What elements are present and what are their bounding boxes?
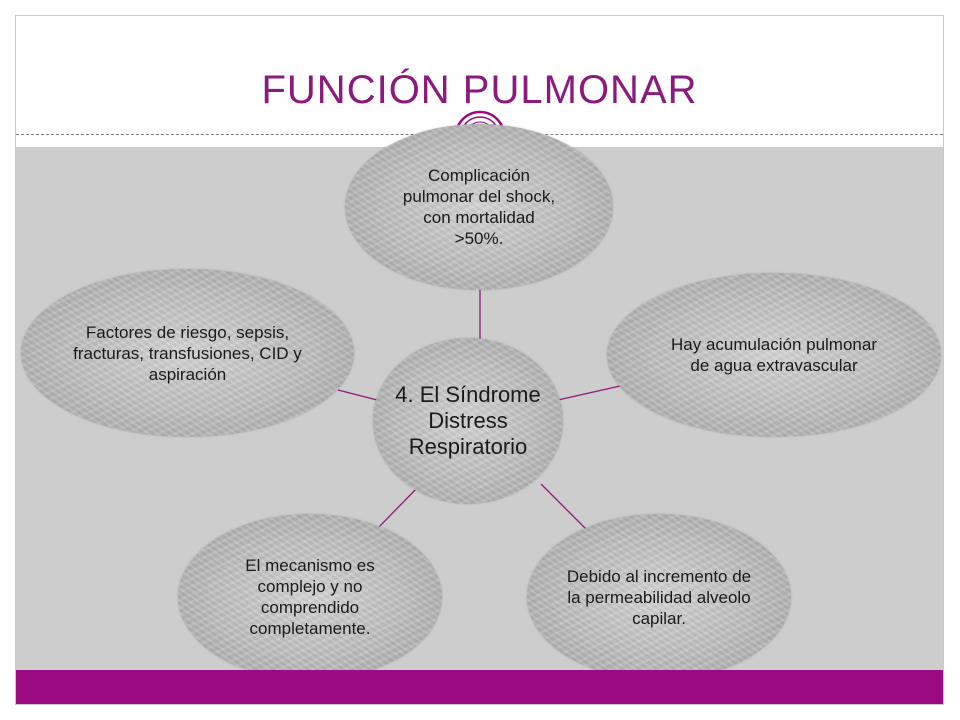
connector-right (557, 385, 621, 401)
node-bottom-left: El mecanismo es complejo y no comprendid… (178, 514, 442, 680)
connector-bottom-left (376, 486, 419, 530)
node-bottom-left-text: El mecanismo es complejo y no comprendid… (245, 556, 375, 638)
node-center-text: 4. El Síndrome Distress Respiratorio (395, 382, 541, 459)
connector-bottom-right (540, 483, 589, 532)
node-top: Complicación pulmonar del shock, con mor… (345, 124, 613, 290)
node-top-text: Complicación pulmonar del shock, con mor… (402, 166, 556, 248)
node-right-text: Hay acumulación pulmonar de agua extrava… (671, 335, 877, 375)
connector-left (337, 389, 378, 401)
title-area: FUNCIÓN PULMONAR (16, 16, 943, 134)
bottom-accent-bar (16, 670, 943, 704)
node-right: Hay acumulación pulmonar de agua extrava… (607, 273, 941, 437)
slide-title: FUNCIÓN PULMONAR (261, 68, 698, 112)
node-bottom-right: Debido al incremento de la permeabilidad… (527, 514, 791, 680)
node-center: 4. El Síndrome Distress Respiratorio (373, 338, 563, 504)
node-bottom-right-text: Debido al incremento de la permeabilidad… (566, 566, 752, 628)
node-left-text: Factores de riesgo, sepsis, fracturas, t… (73, 322, 302, 384)
node-left: Factores de riesgo, sepsis, fracturas, t… (21, 269, 354, 437)
